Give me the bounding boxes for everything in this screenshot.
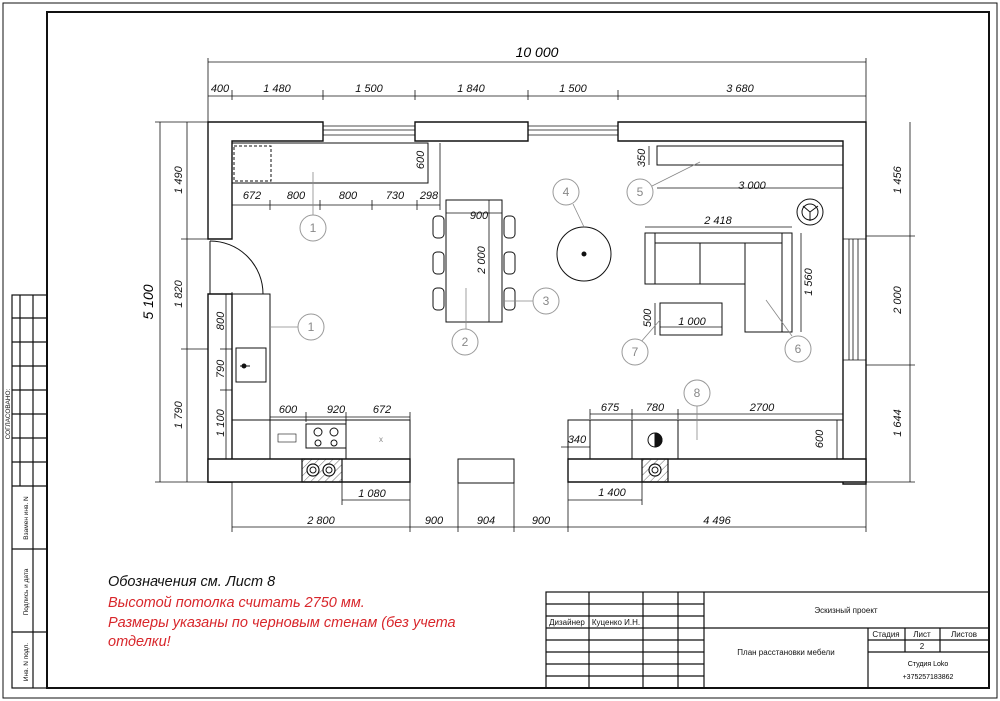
dining-table	[432, 199, 516, 323]
kitchen-top-dim-3: 800	[339, 190, 358, 202]
tag-5: 5	[637, 185, 644, 199]
wall-shelf	[656, 145, 844, 166]
coffee-table	[659, 302, 723, 336]
right-unit-offset: 340	[568, 434, 587, 446]
corner-sofa	[644, 232, 793, 333]
tag-6: 6	[795, 342, 802, 356]
top-dim-4: 1 840	[457, 83, 485, 95]
sofa-length: 2 418	[703, 215, 732, 227]
stage-column: Стадия	[872, 630, 899, 639]
kitchen-bottom-run	[231, 419, 411, 460]
tag-1-top: 1	[310, 221, 317, 235]
kitchen-top-dim-2: 800	[287, 190, 306, 202]
vent-stack-right	[641, 458, 669, 483]
legend-note: Обозначения см. Лист 8	[108, 574, 276, 590]
bottom-dim-1: 2 800	[306, 515, 335, 527]
left-dim-2: 1 820	[173, 279, 185, 307]
dimension-lines	[155, 58, 915, 532]
sheets-column: Листов	[951, 630, 977, 639]
right-unit-dim-2: 780	[646, 402, 665, 414]
tag-7: 7	[632, 345, 639, 359]
bench	[457, 458, 515, 484]
right-unit-dim-3: 2700	[749, 402, 775, 414]
kitchen-bottom-dim-2: 920	[327, 404, 346, 416]
inventory-label: Инв. N подл.	[23, 643, 30, 681]
project-stage-title: Эскизный проект	[814, 606, 878, 615]
vent-stack-left	[301, 458, 343, 483]
replace-inv-label: Взамен инв. N	[23, 496, 30, 540]
round-ottoman	[556, 226, 612, 282]
kitchen-top-dim-4: 730	[386, 190, 405, 202]
shelf-length: 3 000	[738, 180, 766, 192]
top-dim-1: 400	[211, 83, 230, 95]
right-unit-depth: 600	[814, 429, 826, 448]
tag-4: 4	[563, 185, 570, 199]
kitchen-bottom-dim-1: 600	[279, 404, 298, 416]
sofa-depth: 1 560	[803, 267, 815, 295]
bottom-dim-3: 904	[477, 515, 495, 527]
top-dim-5: 1 500	[559, 83, 587, 95]
shelf-depth: 350	[636, 148, 648, 167]
kitchen-left-dim-2: 790	[215, 359, 227, 378]
tag-1-left: 1	[308, 320, 315, 334]
kitchen-top-run	[231, 142, 429, 184]
right-dim-1: 1 456	[892, 165, 904, 193]
top-dim-3: 1 500	[355, 83, 383, 95]
tag-3: 3	[543, 294, 550, 308]
left-dim-3: 1 790	[173, 400, 185, 428]
designer-role: Дизайнер	[549, 618, 585, 627]
kitchen-left-dim-1: 800	[215, 311, 227, 330]
left-dim-1: 1 490	[173, 165, 185, 193]
kitchen-left-run	[231, 293, 271, 460]
right-dim-3: 1 644	[892, 409, 904, 437]
bottom-dim-5: 4 496	[703, 515, 731, 527]
table-width: 900	[470, 210, 489, 222]
sheet-title: План расстановки мебели	[737, 648, 834, 657]
kitchen-top-dim-1: 672	[243, 190, 261, 202]
kitchen-bottom-dim-3: 672	[373, 404, 391, 416]
kitchen-depth: 600	[415, 150, 427, 169]
studio-name: Студия Loko	[908, 661, 949, 668]
sheet-number: 2	[920, 642, 925, 651]
kitchen-top-dim-5: 298	[419, 190, 439, 202]
ceiling-note: Высотой потолка считать 2750 мм.	[108, 595, 365, 611]
bottom-dim-4: 900	[532, 515, 551, 527]
furniture-tags	[297, 178, 812, 407]
floor-lamp	[796, 198, 824, 226]
door-swing	[209, 240, 264, 295]
studio-phone: +375257183862	[903, 674, 954, 681]
overall-width: 10 000	[516, 44, 559, 60]
overall-height: 5 100	[140, 284, 156, 319]
right-unit-dim-1: 675	[601, 402, 620, 414]
bottom-dim-2: 900	[425, 515, 444, 527]
tag-8: 8	[694, 386, 701, 400]
right-dim-2: 2 000	[892, 285, 904, 314]
top-dim-6: 3 680	[726, 83, 754, 95]
designer-name: Куценко И.Н.	[592, 618, 640, 627]
coffee-table-length: 1 000	[678, 316, 706, 328]
hob-mark: x	[379, 435, 383, 444]
table-length: 2 000	[476, 245, 488, 274]
signature-date-label: Подпись и дата	[23, 568, 30, 615]
dimensions-note-line2: отделки!	[108, 634, 171, 650]
windows	[323, 125, 866, 361]
right-unit-span: 1 400	[598, 487, 626, 499]
sheet-column: Лист	[913, 630, 931, 639]
tag-2: 2	[462, 335, 469, 349]
side-stamp	[11, 294, 48, 689]
agreed-label: СОГЛАСОВАНО:	[5, 388, 12, 439]
leader-lines	[270, 161, 793, 440]
right-bottom-unit	[567, 419, 844, 460]
kitchen-bottom-span: 1 080	[358, 488, 386, 500]
kitchen-left-dim-3: 1 100	[215, 408, 227, 436]
coffee-table-depth: 500	[642, 308, 654, 327]
title-block	[545, 591, 990, 689]
dimensions-note-line1: Размеры указаны по черновым стенам (без …	[108, 615, 456, 631]
top-dim-2: 1 480	[263, 83, 291, 95]
